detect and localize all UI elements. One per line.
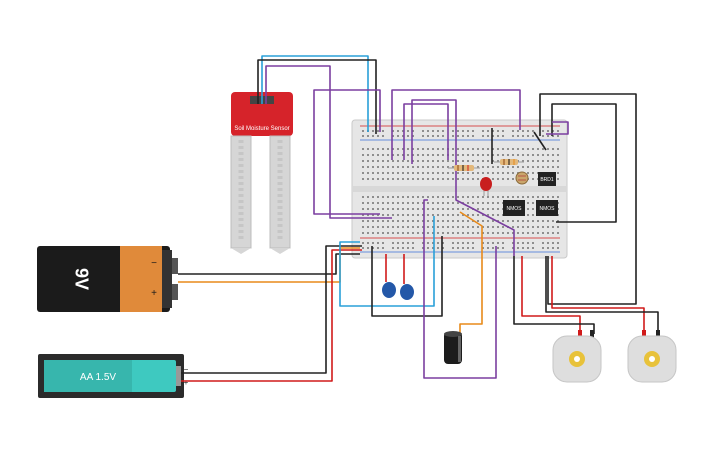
- chip-top-label: BRD1: [540, 177, 554, 183]
- wire-purple-mid: [403, 103, 449, 160]
- wire-red-aa: [181, 249, 362, 382]
- dc-motor-2[interactable]: [627, 330, 677, 383]
- wire-black-motor2: [545, 256, 659, 334]
- wires: [178, 55, 659, 382]
- battery-9v-label: 9V: [71, 268, 91, 290]
- wire-black-right-top: [539, 93, 637, 305]
- chip-right-label: NMOS: [540, 206, 556, 212]
- breadboard[interactable]: [351, 119, 568, 259]
- led-red[interactable]: [480, 177, 492, 196]
- battery-aa-holder[interactable]: AA 1.5V − +: [38, 354, 189, 398]
- wire-black-sensor: [257, 59, 377, 134]
- wire-black-diag: [533, 131, 547, 151]
- resistor-2[interactable]: [494, 159, 524, 165]
- wire-purple-mid2: [411, 99, 515, 256]
- wire-orange-lower: [459, 211, 483, 336]
- wire-purple-top: [391, 89, 521, 160]
- battery-9v-pos: +: [151, 288, 157, 299]
- battery-aa-label: AA 1.5V: [80, 372, 116, 383]
- dc-motor-1[interactable]: [552, 330, 602, 383]
- mosfet-left[interactable]: NMOS: [503, 200, 525, 216]
- wire-black-right: [551, 103, 617, 223]
- wire-red-motor2: [551, 256, 645, 334]
- wire-purple-left-loop: [313, 89, 381, 215]
- soil-sensor-label: Soil Moisture Sensor: [234, 126, 289, 132]
- battery-9v-neg: −: [151, 258, 157, 269]
- wire-purple-right: [546, 121, 569, 135]
- wire-black-aa: [181, 245, 362, 374]
- soil-moisture-sensor[interactable]: Soil Moisture Sensor: [230, 92, 293, 254]
- transistor-top[interactable]: BRD1: [538, 172, 556, 186]
- wire-purple-sensor: [265, 65, 392, 219]
- wire-purple-lower: [423, 199, 497, 379]
- battery-aa-pos: +: [184, 378, 189, 387]
- wire-black-lower: [371, 236, 443, 317]
- breadboard-holes: [362, 130, 559, 249]
- wire-red-motor1: [521, 256, 581, 332]
- chip-left-label: NMOS: [507, 206, 523, 212]
- ceramic-capacitor-2[interactable]: [400, 284, 414, 300]
- wire-black-9v: [178, 253, 360, 275]
- wire-blue-sensor: [261, 55, 369, 132]
- battery-aa-neg: −: [184, 365, 189, 374]
- resistor-1[interactable]: [448, 165, 480, 171]
- electrolytic-capacitor[interactable]: [444, 331, 462, 364]
- photoresistor[interactable]: [515, 171, 529, 185]
- wire-black-motor1: [513, 256, 595, 334]
- battery-9v[interactable]: 9V − +: [37, 246, 178, 312]
- mosfet-right[interactable]: NMOS: [536, 200, 558, 216]
- ceramic-capacitor-1[interactable]: [382, 282, 396, 298]
- wire-blue-lower: [339, 216, 435, 307]
